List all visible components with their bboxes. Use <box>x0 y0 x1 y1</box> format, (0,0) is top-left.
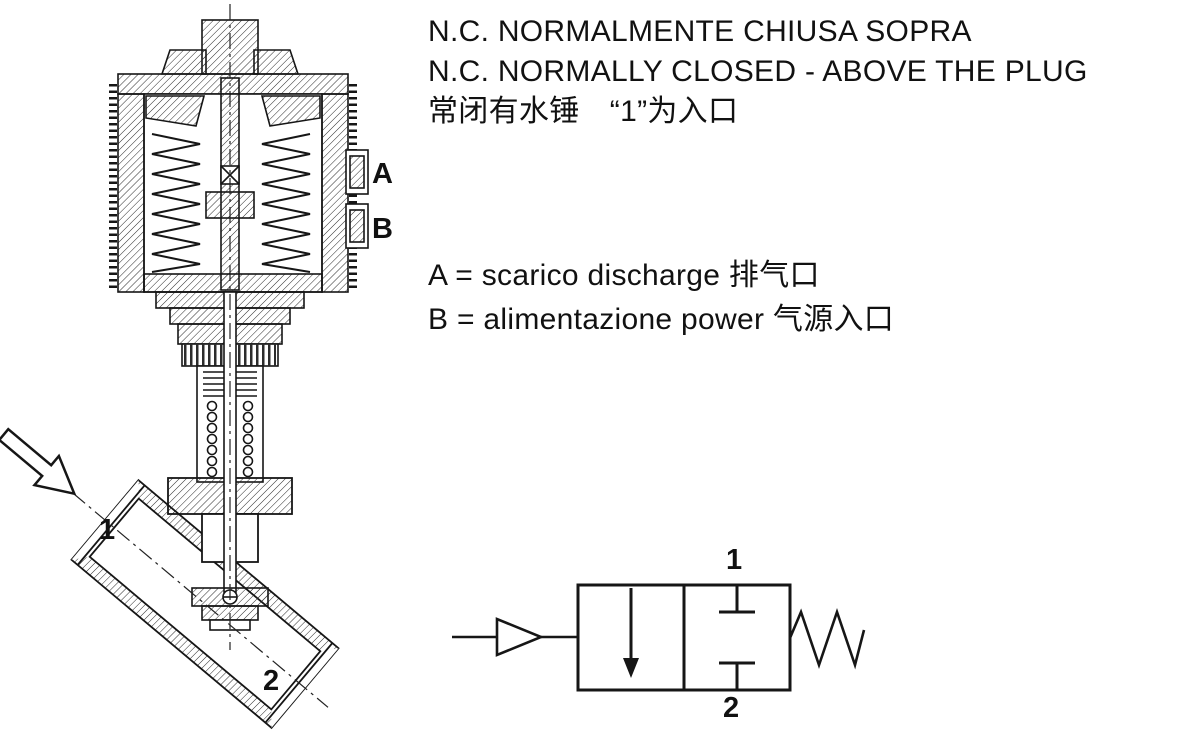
title-line-english: N.C. NORMALLY CLOSED - ABOVE THE PLUG <box>428 55 1088 88</box>
piston-springs <box>151 133 311 273</box>
valve-stem-upper <box>143 77 323 345</box>
symbol-return-spring-icon <box>788 607 866 670</box>
port-legend: A = scarico discharge 排气口 B = alimentazi… <box>428 254 894 342</box>
neck-spring-coils <box>206 400 254 478</box>
valve-cross-section-drawing <box>0 4 369 730</box>
symbol-pilot-triangle-icon <box>495 617 545 657</box>
outlet-port-label: 2 <box>263 665 280 697</box>
flow-arrow-icon <box>0 427 77 496</box>
symbol-port1-label: 1 <box>726 544 743 576</box>
symbol-port2-label: 2 <box>723 692 740 724</box>
centerlines <box>72 4 329 708</box>
pneumatic-symbol <box>452 583 866 692</box>
legend-line-b: B = alimentazione power 气源入口 <box>428 303 895 336</box>
legend-line-a: A = scarico discharge 排气口 <box>428 259 820 292</box>
port-a-fitting <box>345 149 369 195</box>
title-line-chinese: 常闭有水锤 “1”为入口 <box>428 95 739 128</box>
port-a-label: A <box>372 158 394 190</box>
symbol-pilot-actuator <box>452 617 578 657</box>
port-b-label: B <box>372 213 394 245</box>
body-axis-centerline <box>72 492 329 708</box>
symbol-closed-seats <box>719 585 755 690</box>
symbol-valve-boxes <box>576 583 792 692</box>
title-block: N.C. NORMALMENTE CHIUSA SOPRA N.C. NORMA… <box>428 12 1088 132</box>
inlet-port-label: 1 <box>99 514 116 546</box>
symbol-flow-arrowhead-icon <box>623 658 639 678</box>
port-b-fitting <box>345 203 369 249</box>
title-line-italian: N.C. NORMALMENTE CHIUSA SOPRA <box>428 15 972 48</box>
